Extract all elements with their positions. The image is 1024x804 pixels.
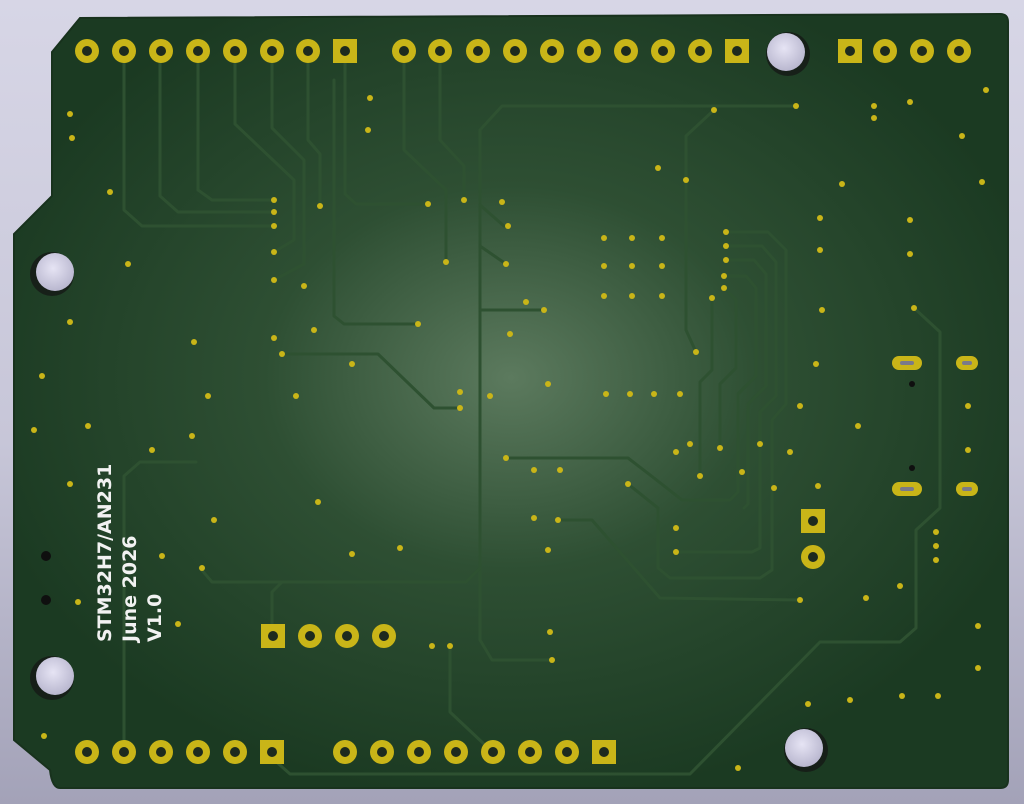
pad-drill-hole: [954, 46, 964, 56]
pad-drill-hole: [547, 46, 557, 56]
silkscreen-line-2: June 2026: [119, 535, 141, 644]
copper-traces: [122, 50, 942, 776]
pad-drill-hole: [119, 46, 129, 56]
pad-drill-hole: [621, 46, 631, 56]
mounting-holes: [30, 32, 828, 772]
pad-drill-hole: [562, 747, 572, 757]
pad-drill-hole: [193, 46, 203, 56]
pad-drill-hole: [267, 46, 277, 56]
pad-drill-hole: [917, 46, 927, 56]
pad-drill-hole: [732, 46, 742, 56]
pad-drill-hole: [525, 747, 535, 757]
pad-drill-hole: [193, 747, 203, 757]
pad-drill-hole: [695, 46, 705, 56]
silkscreen-line-3: V1.0: [144, 594, 166, 642]
pad-drill-hole: [510, 46, 520, 56]
pad-drill-hole: [379, 631, 389, 641]
pad-drill-hole: [599, 747, 609, 757]
pad-drill-hole: [82, 46, 92, 56]
pad-drill-hole: [377, 747, 387, 757]
header-pads: [75, 39, 971, 764]
vias: [31, 87, 989, 771]
pad-drill-hole: [658, 46, 668, 56]
usb-connector-pads: [892, 356, 978, 496]
pad-drill-hole: [340, 46, 350, 56]
pad-drill-hole: [808, 552, 818, 562]
pad-drill-hole: [340, 747, 350, 757]
pad-drill-hole: [435, 46, 445, 56]
pad-drill-hole: [880, 46, 890, 56]
pad-drill-hole: [230, 46, 240, 56]
pad-drill-hole: [808, 516, 818, 526]
pad-drill-hole: [473, 46, 483, 56]
pad-drill-hole: [414, 747, 424, 757]
edge-holes: [41, 381, 915, 605]
pcb-board: [13, 12, 1009, 789]
pad-drill-hole: [156, 747, 166, 757]
pad-drill-hole: [584, 46, 594, 56]
pad-drill-hole: [82, 747, 92, 757]
pad-drill-hole: [342, 631, 352, 641]
pad-drill-hole: [305, 631, 315, 641]
pad-drill-hole: [303, 46, 313, 56]
pad-drill-hole: [230, 747, 240, 757]
pad-drill-hole: [451, 747, 461, 757]
pad-drill-hole: [399, 46, 409, 56]
silkscreen-line-1: STM32H7/AN231: [94, 464, 116, 642]
pad-drill-hole: [845, 46, 855, 56]
pad-drill-hole: [488, 747, 498, 757]
pad-drill-hole: [156, 46, 166, 56]
pad-drill-hole: [268, 631, 278, 641]
pad-drill-hole: [267, 747, 277, 757]
pad-drill-hole: [119, 747, 129, 757]
